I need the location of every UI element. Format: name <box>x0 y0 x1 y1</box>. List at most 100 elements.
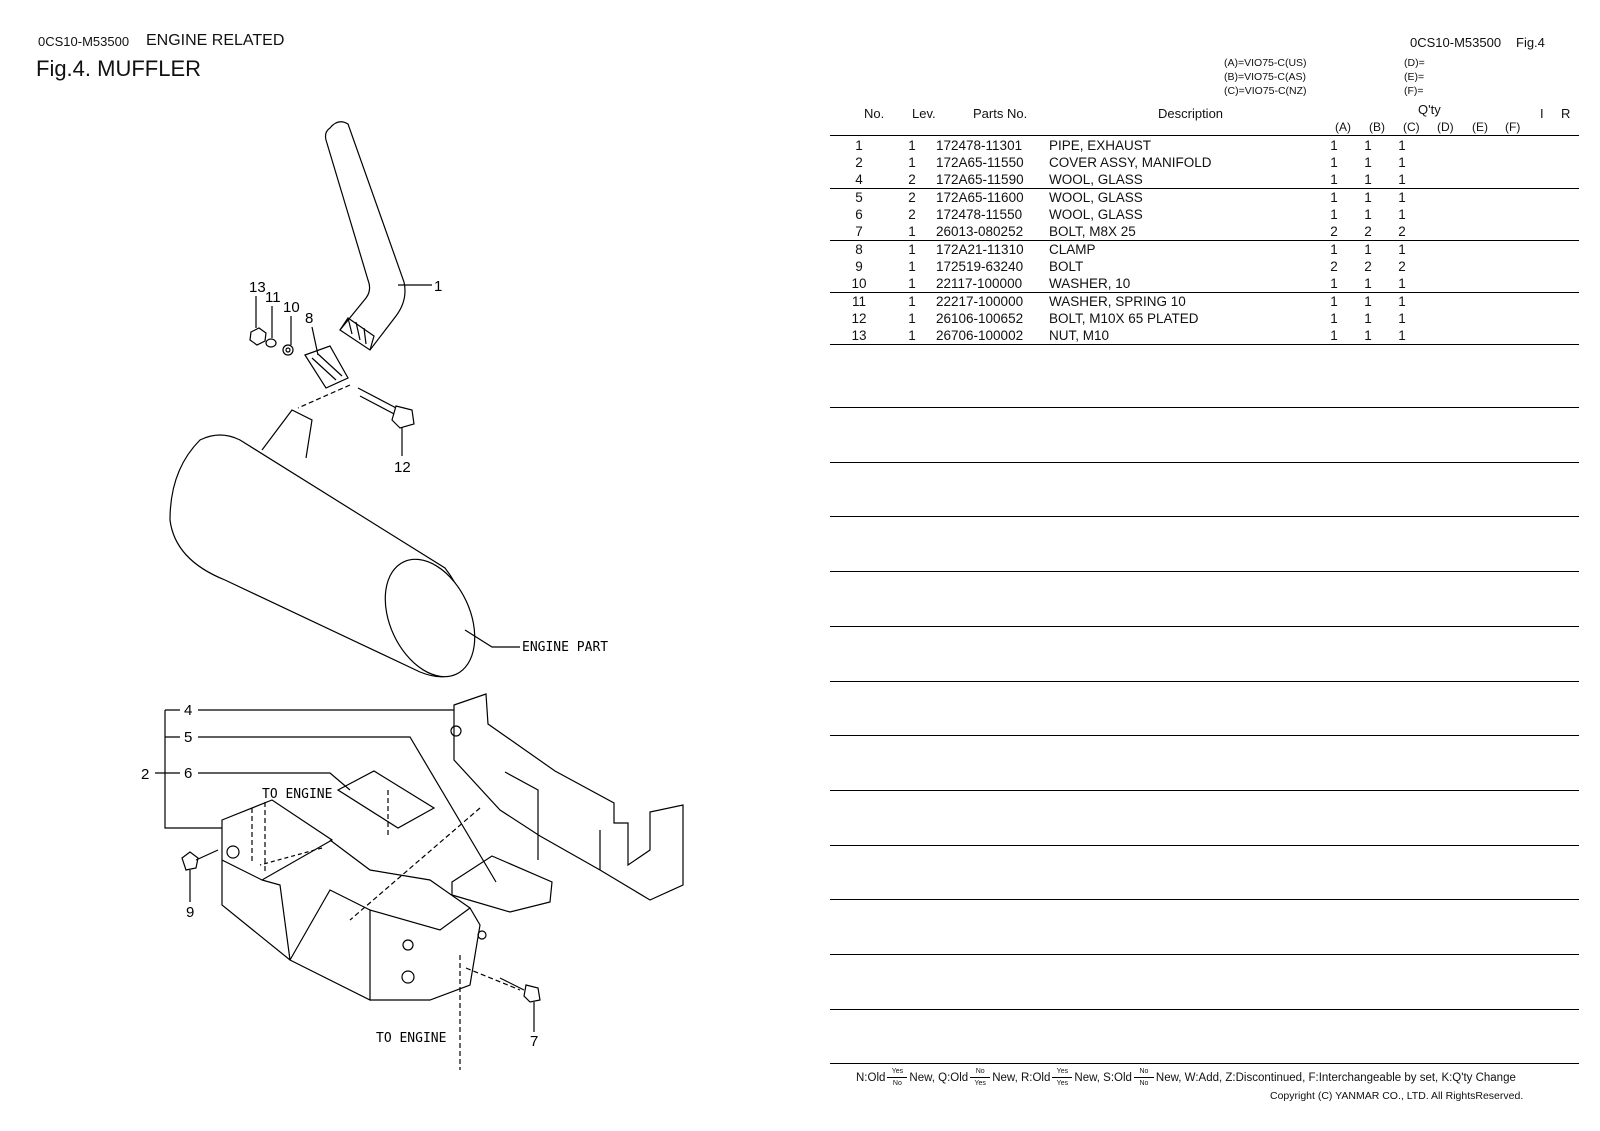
col-r: R <box>1561 106 1571 121</box>
part-description: BOLT <box>1049 259 1084 274</box>
callout-line-engine-part <box>464 629 520 648</box>
qty-a: 1 <box>1330 138 1338 153</box>
qty-c: 1 <box>1385 327 1419 345</box>
arrow-top-label: Yes <box>891 1068 904 1075</box>
qty-c: 1 <box>1398 294 1406 309</box>
col-description: Description <box>1158 106 1224 121</box>
col-qty-f: (F) <box>1505 120 1521 134</box>
qty-f <box>1487 171 1521 189</box>
part-no-index: 7 <box>830 223 888 241</box>
part-no-index: 11 <box>851 294 866 309</box>
empty-row-rule <box>830 789 1579 791</box>
part-description: BOLT, M10X 65 PLATED <box>1049 311 1199 326</box>
qty-c: 1 <box>1398 155 1406 170</box>
qty-a: 1 <box>1330 311 1338 326</box>
part-level: 1 <box>908 138 916 153</box>
part-description: WOOL, GLASS <box>1049 207 1143 222</box>
model-c: (C)=VIO75-C(NZ) <box>1224 85 1307 97</box>
qty-e <box>1453 327 1487 345</box>
part-number: 172A65-11550 <box>936 155 1024 170</box>
qty-f <box>1487 327 1521 345</box>
bolt-9-drawing <box>181 849 219 871</box>
qty-d <box>1419 189 1453 207</box>
empty-row-rule <box>830 735 1579 737</box>
doc-code-right: 0CS10-M53500 <box>1410 35 1502 50</box>
part-no-index: 6 <box>855 207 863 222</box>
model-b: (B)=VIO75-C(AS) <box>1224 71 1306 83</box>
part-no-index: 10 <box>830 275 888 293</box>
part-level: 1 <box>908 259 916 274</box>
qty-d <box>1419 137 1453 154</box>
part-description: NUT, M10 <box>1049 327 1317 345</box>
qty-b: 1 <box>1351 275 1385 293</box>
qty-e <box>1453 275 1487 293</box>
qty-c: 2 <box>1385 223 1419 241</box>
part-number: 172519-63240 <box>936 259 1024 274</box>
qty-e <box>1453 137 1487 154</box>
part-number: 172478-11550 <box>936 207 1023 222</box>
part-description: BOLT, M8X 25 <box>1049 223 1317 241</box>
qty-b: 2 <box>1364 259 1372 274</box>
ir-flags <box>1521 189 1579 207</box>
qty-c: 1 <box>1385 171 1419 189</box>
arrow-bottom-label: No <box>1139 1080 1149 1087</box>
part-level: 1 <box>908 311 916 326</box>
qty-b: 1 <box>1364 155 1372 170</box>
arrow-bottom-label: Yes <box>974 1080 986 1087</box>
qty-f <box>1487 189 1521 207</box>
part-no-index: 13 <box>830 327 888 345</box>
qty-b: 1 <box>1364 207 1372 222</box>
callout-10: 10 <box>283 299 300 316</box>
qty-c: 1 <box>1398 242 1406 257</box>
callout-1: 1 <box>434 278 442 295</box>
qty-c: 1 <box>1398 190 1406 205</box>
model-d: (D)= <box>1404 57 1425 69</box>
qty-b: 1 <box>1364 311 1372 326</box>
empty-row-rule <box>830 461 1579 463</box>
qty-c: 1 <box>1385 275 1419 293</box>
empty-row-rule <box>830 1063 1579 1065</box>
ir-flags <box>1521 327 1579 345</box>
qty-a: 1 <box>1317 327 1351 345</box>
part-description: CLAMP <box>1049 242 1096 257</box>
ir-flags <box>1521 206 1579 223</box>
qty-d <box>1419 171 1453 189</box>
qty-a: 1 <box>1330 155 1338 170</box>
part-description: WASHER, 10 <box>1049 275 1317 293</box>
qty-b: 1 <box>1351 171 1385 189</box>
callout-2: 2 <box>141 766 149 783</box>
part-level: 1 <box>908 155 916 170</box>
part-no-index: 8 <box>855 242 863 257</box>
washer-10-drawing <box>282 344 294 356</box>
col-qty: Q'ty <box>1418 102 1441 117</box>
qty-f <box>1487 241 1521 259</box>
legend-n-label: N:Old <box>856 1072 886 1085</box>
qty-e <box>1453 171 1487 189</box>
callout-9: 9 <box>186 904 194 921</box>
qty-a: 1 <box>1330 207 1338 222</box>
spring-washer-11-drawing <box>265 338 277 348</box>
arrow-top-label: No <box>975 1068 985 1075</box>
empty-row-rule <box>830 1008 1579 1010</box>
doc-code-left: 0CS10-M53500 <box>38 34 130 49</box>
muffler-drawing <box>169 409 476 678</box>
table-header-rule <box>830 135 1579 136</box>
bolt-7-drawing <box>499 977 541 1003</box>
part-no-index: 2 <box>855 155 863 170</box>
part-no-index: 12 <box>851 311 867 326</box>
empty-row-rule <box>830 407 1579 408</box>
arrow-bottom-label: No <box>892 1080 902 1087</box>
qty-a: 1 <box>1330 190 1338 205</box>
empty-row-rule <box>830 516 1579 518</box>
qty-f <box>1487 223 1521 241</box>
part-level: 1 <box>908 242 916 257</box>
arrow-top-label: Yes <box>1056 1068 1069 1075</box>
legend-r-label: New, R:Old <box>992 1072 1051 1085</box>
ir-flags <box>1521 137 1579 154</box>
ir-flags <box>1521 171 1579 189</box>
qty-d <box>1419 154 1453 171</box>
